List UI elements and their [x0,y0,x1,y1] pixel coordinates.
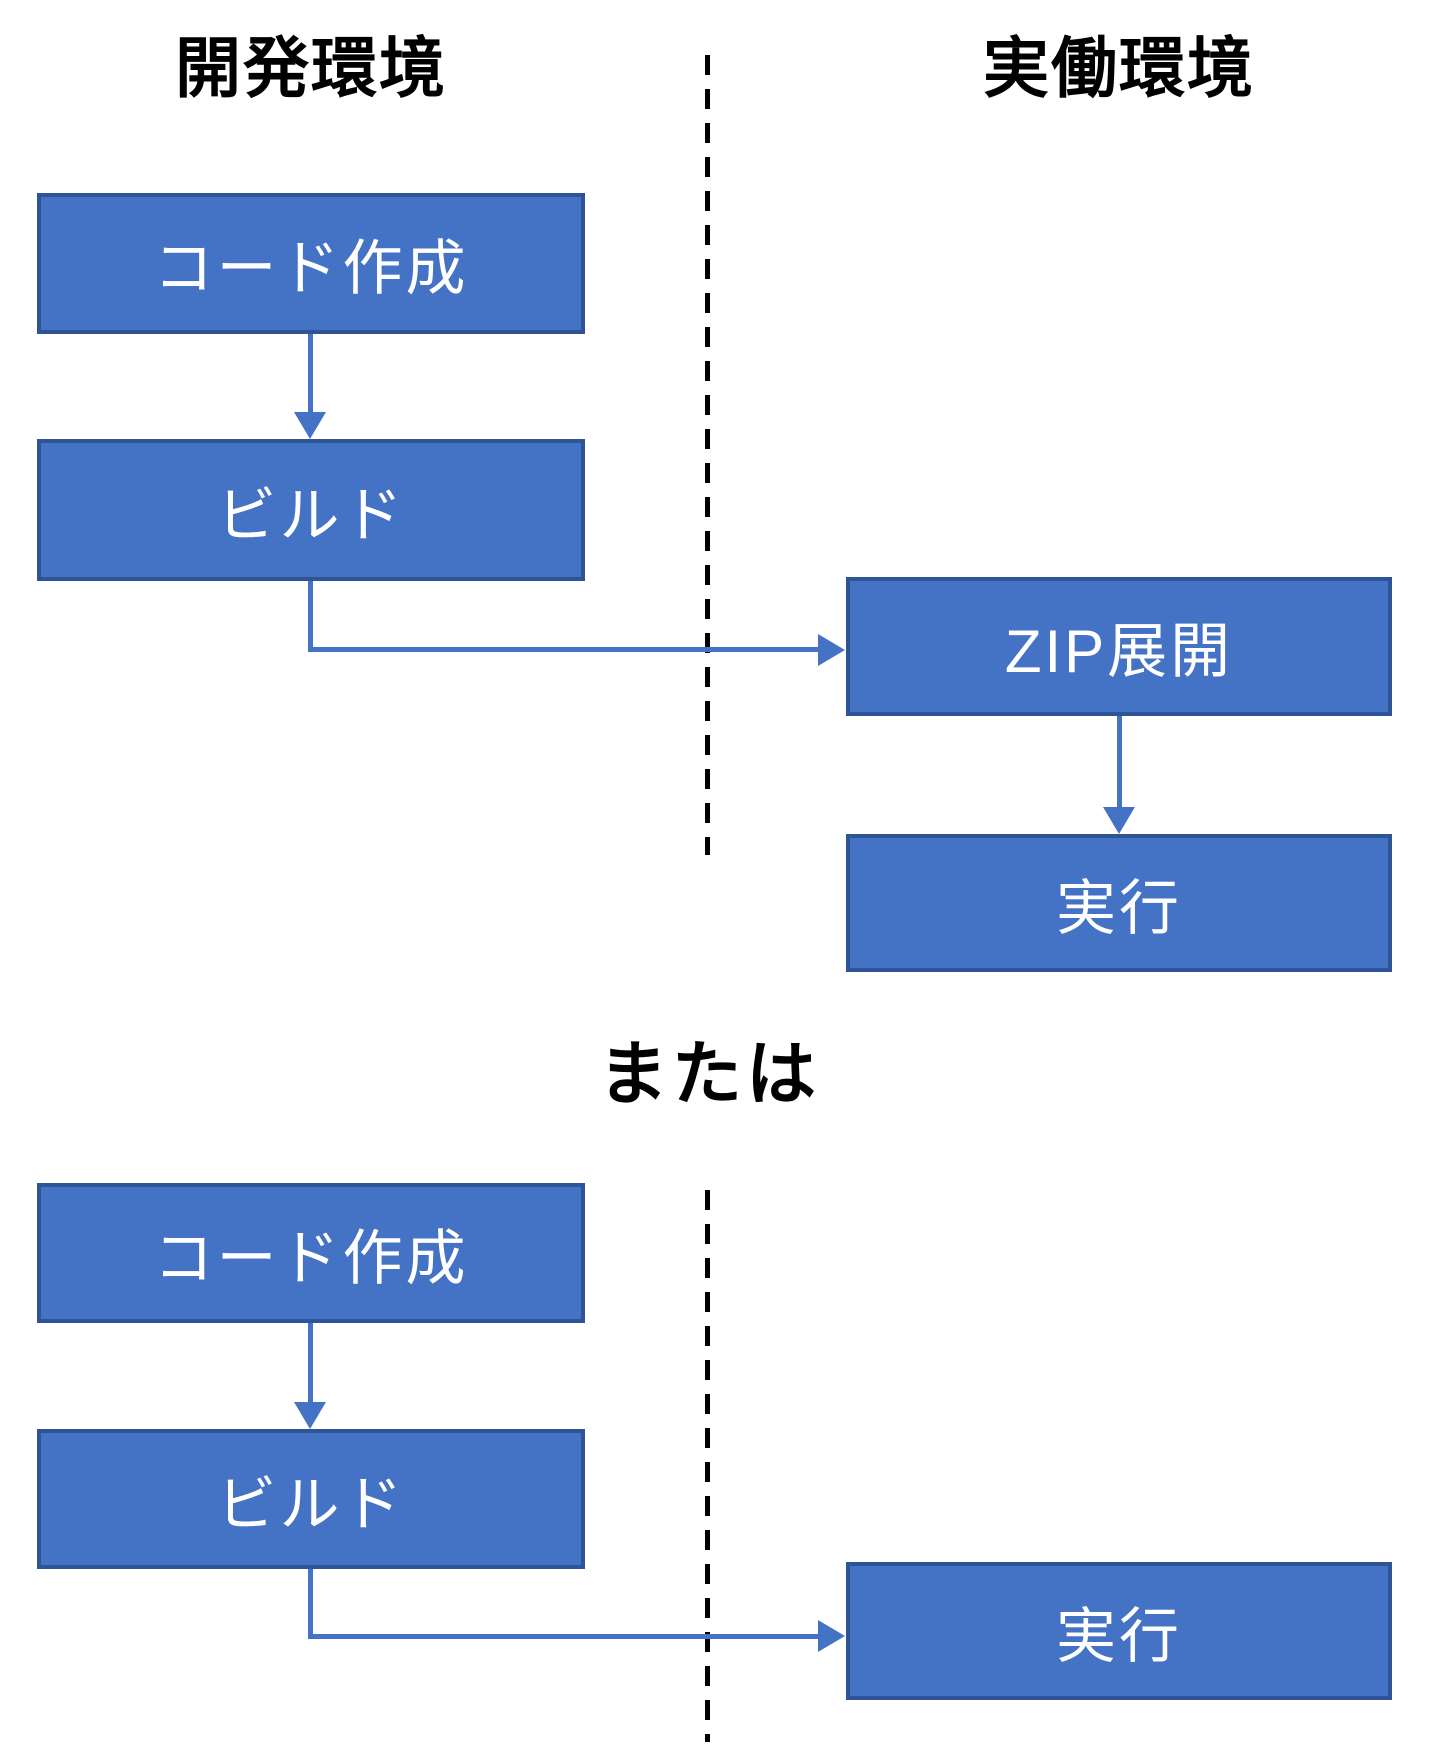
node-build-top: ビルド [37,439,585,581]
or-label: または [598,1035,820,1113]
node-label: 実行 [1056,1602,1182,1670]
node-label: コード作成 [153,235,469,302]
connector-zip-to-run [1117,716,1122,807]
arrowhead-down-icon [294,1402,326,1429]
connector-code-to-build-bottom [308,1323,313,1402]
connector-code-to-build-top [308,334,313,412]
node-run-top: 実行 [846,834,1392,972]
node-build-bottom: ビルド [37,1429,585,1569]
node-label: ビルド [216,481,406,549]
title-dev-environment: 開発環境 [175,31,447,105]
divider-dashed-upper [705,55,710,855]
divider-dashed-lower [705,1190,710,1742]
arrowhead-down-icon [294,412,326,439]
title-prod-environment: 実働環境 [983,31,1255,105]
arrowhead-down-icon [1103,807,1135,834]
arrowhead-right-icon [818,634,845,666]
node-run-bottom: 実行 [846,1562,1392,1700]
node-label: ビルド [216,1470,406,1538]
connector-build-elbow-horizontal-bottom [308,1634,818,1639]
node-zip-extract: ZIP展開 [846,577,1392,716]
node-label: 実行 [1056,874,1182,942]
node-label: コード作成 [153,1224,469,1292]
node-code-create-bottom: コード作成 [37,1183,585,1323]
connector-build-elbow-vertical-top [308,581,313,652]
node-code-create-top: コード作成 [37,193,585,334]
arrowhead-right-icon [818,1620,845,1652]
connector-build-elbow-horizontal-top [308,647,818,652]
connector-build-elbow-vertical-bottom [308,1569,313,1639]
node-label: ZIP展開 [1004,618,1234,685]
